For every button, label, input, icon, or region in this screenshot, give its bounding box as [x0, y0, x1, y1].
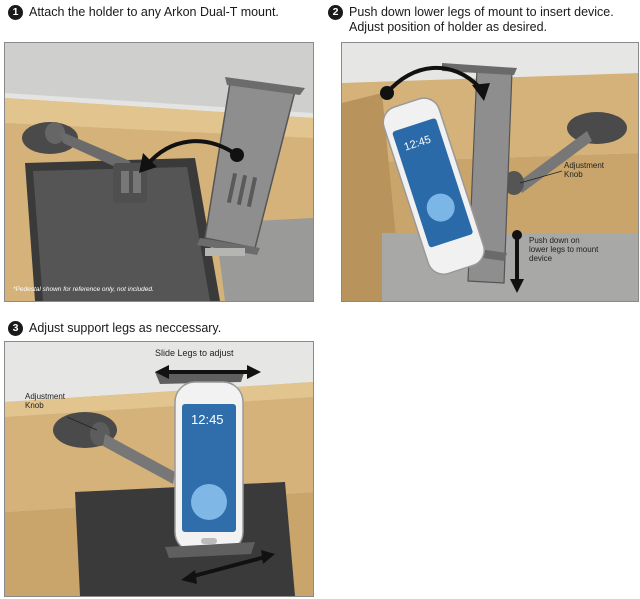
- illustration-panel-2: 12:45 Adjustment Knob Push down on lower…: [341, 42, 639, 302]
- attach-holder-illustration: [5, 43, 313, 301]
- step-1-badge: 1: [8, 5, 23, 20]
- step-3-title: 3 Adjust support legs as neccessary.: [8, 321, 221, 336]
- step-1-text: Attach the holder to any Arkon Dual-T mo…: [29, 5, 279, 19]
- phone-clock-text: 12:45: [191, 412, 224, 427]
- adjustment-knob-callout-2: Adjustment Knob: [564, 161, 605, 179]
- step-2-text: Push down lower legs of mount to insert …: [349, 5, 614, 34]
- push-down-callout: Push down on lower legs to mount device: [529, 236, 599, 263]
- slide-legs-callout: Slide Legs to adjust: [155, 348, 234, 358]
- adjustment-knob-callout-3: Adjustment Knob: [25, 392, 66, 410]
- insert-device-illustration: 12:45: [342, 43, 638, 301]
- step-1-title: 1 Attach the holder to any Arkon Dual-T …: [8, 5, 279, 20]
- step-2-title: 2 Push down lower legs of mount to inser…: [328, 5, 628, 35]
- pedestal-note: *Pedestal shown for reference only, not …: [13, 286, 154, 293]
- illustration-panel-1: *Pedestal shown for reference only, not …: [4, 42, 314, 302]
- step-2-badge: 2: [328, 5, 343, 20]
- step-3-text: Adjust support legs as neccessary.: [29, 321, 222, 335]
- illustration-panel-3: 12:45 Slide Legs to adjust Adjustment Kn…: [4, 341, 314, 597]
- adjust-legs-illustration: 12:45: [5, 342, 313, 596]
- step-3-badge: 3: [8, 321, 23, 336]
